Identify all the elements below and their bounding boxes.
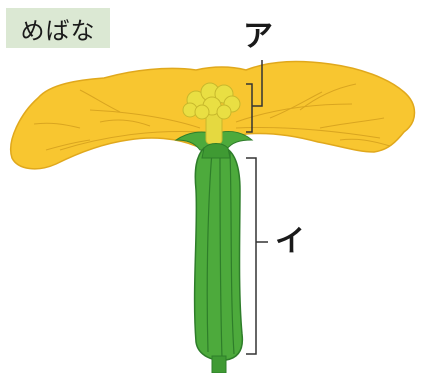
ovary-collar [202,144,230,159]
stem [212,356,226,373]
bracket-i [246,158,268,354]
label-i: イ [275,227,305,257]
ovary [195,148,243,360]
label-a: ア [243,22,273,52]
